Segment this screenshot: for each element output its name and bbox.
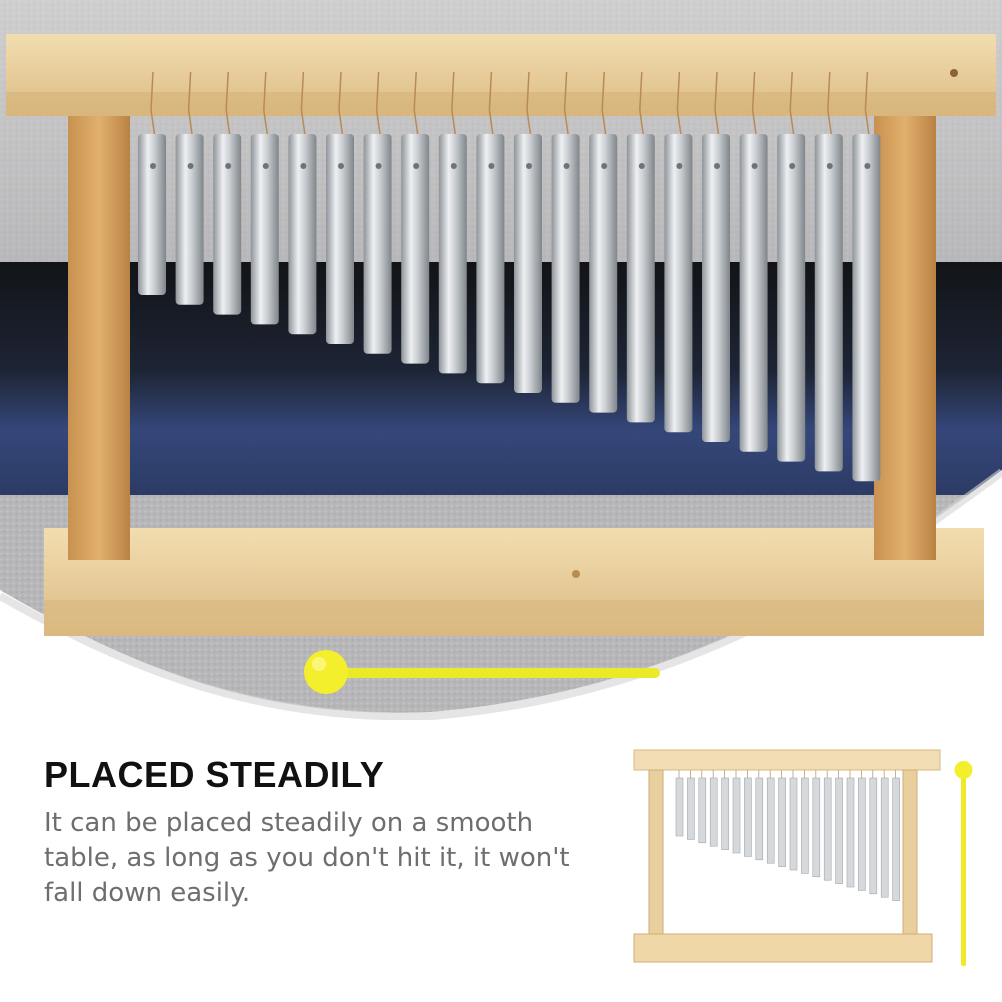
chime-tube — [476, 134, 505, 384]
chime-tube — [326, 134, 354, 344]
chime-hole — [563, 163, 570, 169]
chime-string — [413, 71, 419, 139]
chime-string — [338, 71, 344, 139]
thumbnail-chime-tube — [858, 777, 866, 891]
chime-tube — [514, 134, 542, 393]
chime-tube — [589, 134, 618, 413]
thumbnail-chime-tube — [846, 777, 855, 888]
chime-string — [864, 71, 871, 139]
chime-string — [789, 71, 795, 139]
chime-string — [639, 71, 645, 139]
thumbnail-chime-tube — [709, 777, 718, 847]
chime-string — [827, 71, 833, 139]
thumbnail-chime-tube — [721, 777, 729, 850]
chime-tube — [138, 134, 166, 295]
chime-hole — [262, 163, 269, 169]
thumbnail-chime-tube — [892, 777, 900, 901]
chime-tube — [664, 134, 693, 433]
chime-hole — [751, 163, 758, 169]
chime-tube — [175, 134, 204, 305]
chime-tubes — [138, 71, 881, 482]
chime-string — [714, 71, 720, 139]
chime-string — [488, 71, 495, 139]
chime-string — [751, 71, 758, 139]
feature-description: It can be placed steadily on a smooth ta… — [44, 808, 570, 908]
chime-hole — [375, 163, 382, 169]
chime-string — [375, 71, 382, 139]
chime-string — [601, 71, 607, 139]
chime-tube — [288, 134, 317, 335]
chime-hole — [450, 163, 457, 169]
chime-tube — [551, 134, 580, 403]
chime-tube — [777, 134, 806, 462]
chime-tube — [814, 134, 843, 472]
left-post — [68, 112, 130, 560]
chime-string — [676, 71, 683, 139]
chime-string — [526, 71, 532, 139]
product-thumbnail — [630, 746, 973, 976]
chime-string — [187, 71, 194, 139]
thumbnail-chime-tube — [835, 777, 843, 884]
thumbnail-mallet — [954, 761, 973, 966]
thumbnail-chime-tubes — [675, 770, 900, 901]
chime-tube — [739, 134, 768, 452]
chime-hole — [601, 163, 608, 169]
thumbnail-chime-tube — [778, 777, 786, 867]
chime-hole — [676, 163, 683, 169]
chime-hole — [225, 163, 232, 169]
chime-tube — [852, 134, 881, 482]
thumbnail-chimes — [633, 749, 941, 963]
chime-hole — [413, 163, 420, 169]
chime-string — [451, 71, 457, 139]
chime-tube — [438, 134, 467, 374]
chime-string — [150, 71, 156, 139]
chime-hole — [300, 163, 307, 169]
thumbnail-chime-tube — [869, 777, 878, 895]
thumbnail-chime-tube — [698, 777, 707, 844]
chime-string — [225, 71, 231, 139]
chime-tube — [250, 134, 279, 325]
thumbnail-chime-tube — [801, 777, 809, 874]
chime-hole — [826, 163, 833, 169]
thumbnail-chime-tube — [675, 777, 684, 837]
chime-tube — [401, 134, 430, 364]
thumbnail-chime-tube — [755, 777, 764, 861]
thumbnail-chime-tube — [789, 777, 798, 871]
right-post — [874, 112, 936, 560]
chime-tube — [702, 134, 730, 442]
chime-hole — [150, 163, 156, 169]
chime-tube — [363, 134, 392, 354]
chime-string — [263, 71, 269, 139]
chime-tube — [213, 134, 242, 315]
thumbnail-chime-tube — [766, 777, 775, 864]
chime-hole — [488, 163, 495, 169]
thumbnail-chime-tube — [744, 777, 752, 857]
chime-scene — [0, 0, 1002, 720]
thumbnail-chime-tube — [812, 777, 821, 878]
chime-string — [300, 71, 307, 139]
chime-hole — [714, 163, 720, 169]
chime-hole — [187, 163, 194, 169]
chime-hole — [789, 163, 796, 169]
chime-tube — [626, 134, 655, 423]
thumbnail-chime-tube — [823, 777, 832, 881]
chime-hole — [526, 163, 532, 169]
thumbnail-chime-tube — [880, 777, 889, 898]
chime-hole — [638, 163, 645, 169]
chime-hole — [338, 163, 344, 169]
product-photo — [0, 0, 1002, 720]
feature-headline: PLACED STEADILY — [44, 754, 385, 795]
chime-string — [563, 71, 570, 139]
thumbnail-chime-tube — [687, 777, 695, 840]
chime-hole — [864, 163, 871, 169]
thumbnail-chime-tube — [732, 777, 741, 854]
mallet — [304, 650, 660, 694]
